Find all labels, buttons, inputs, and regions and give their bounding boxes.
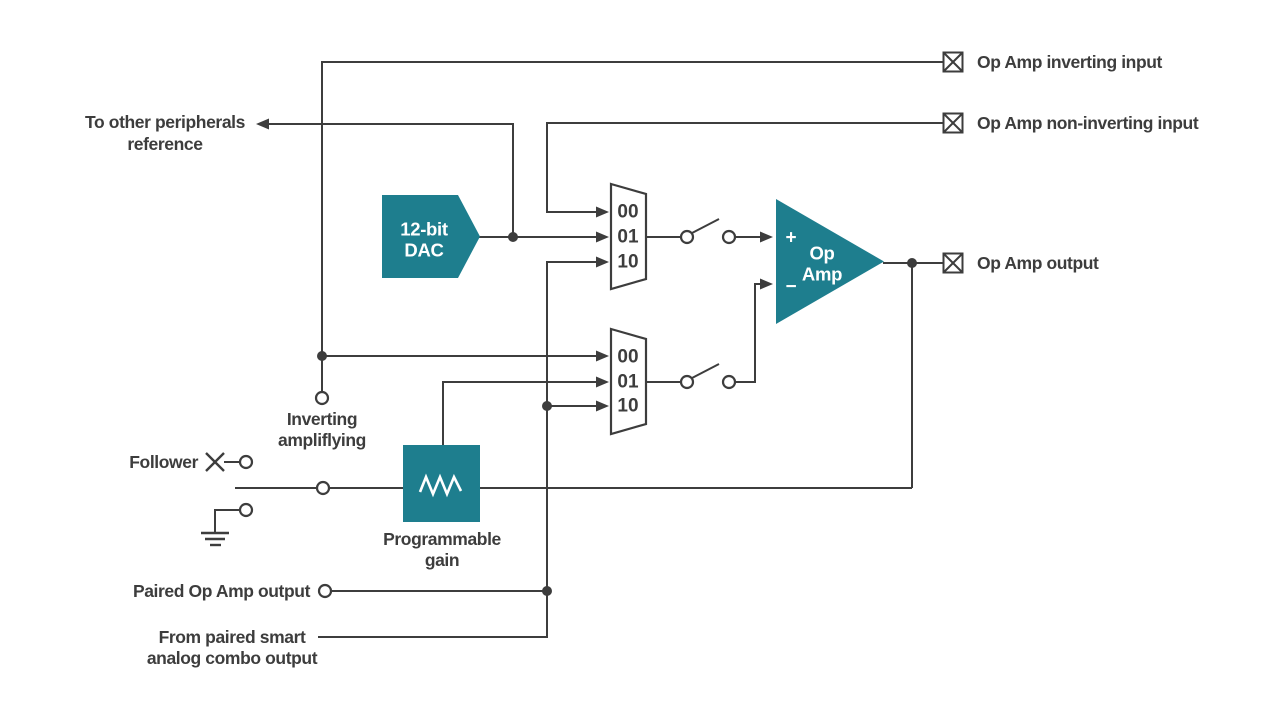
from-paired-label-line2: analog combo output [147,648,318,668]
inverting-label-line1: Inverting [287,409,357,429]
opamp-plus-sign: + [785,228,796,249]
follower-contact [238,454,254,470]
opamp-label-line2: Amp [802,264,842,285]
upper-mux-input-01: 01 [617,227,639,248]
switch-contact [721,229,737,245]
opamp-label-line1: Op [809,243,834,264]
arrowhead-lower-mux-00 [596,350,609,362]
arrowhead-opamp-plus [760,231,773,243]
opamp-minus-sign: − [785,277,796,298]
dac-shape [382,195,480,278]
dac-label-line2: DAC [404,240,443,261]
pin-output: Op Amp output [942,252,1099,274]
paired-output-contact [317,583,333,599]
pin-noninverting-input: Op Amp non-inverting input [942,112,1199,134]
wire-inverting-input-net [314,61,943,406]
peripherals-label-line1: To other peripherals [85,112,246,132]
resistor-icon [418,473,463,498]
arrowhead-lower-mux-10 [596,400,609,412]
lower-mux-input-01: 01 [617,372,639,393]
junction-dot [542,401,552,411]
pin-label: Op Amp non-inverting input [977,113,1199,133]
paired-output-label: Paired Op Amp output [133,581,311,601]
from-paired-label-line1: From paired smart [159,627,306,647]
arrowhead-to-peripherals [256,118,269,130]
arrowhead-upper-mux-00 [596,206,609,218]
lower-mux-input-00: 00 [617,347,638,368]
ground-icon [201,531,229,547]
junction-dot [907,258,917,268]
peripherals-label-line2: reference [127,134,203,154]
arrowhead-lower-mux-01 [596,376,609,388]
junction-dot [542,586,552,596]
dac-block: 12-bit DAC [382,195,480,278]
wire-paired-net [317,256,609,638]
ground-contact [238,502,254,518]
wire-reference-net [256,118,514,237]
follower-option [205,452,254,472]
upper-mux: 00 01 10 [609,182,648,291]
pin-label: Op Amp inverting input [977,52,1163,72]
lower-mux-shape [609,327,648,436]
programmable-gain-block: Programmable gain [383,445,502,570]
upper-switch [646,218,773,245]
wire-gain-tap [442,376,609,446]
gain-label-line2: gain [425,550,459,570]
opamp-block: + − Op Amp [776,199,884,324]
ground-option [201,502,254,547]
switch-contact [679,374,695,390]
wire-noninverting-input-net [546,122,943,218]
pin-inverting-input: Op Amp inverting input [942,51,1163,73]
junction-dot [317,351,327,361]
opamp-shape [776,199,884,324]
junction-dot [508,232,518,242]
upper-mux-input-00: 00 [617,202,638,223]
lower-mux: 00 01 10 [609,327,648,436]
wire-dac-output [479,231,609,243]
wire-opamp-output [883,258,943,268]
arrowhead-opamp-minus [760,278,773,290]
arrowhead-upper-mux-10 [596,256,609,268]
feedback-contact [315,480,331,496]
pin-label: Op Amp output [977,253,1099,273]
dac-label-line1: 12-bit [400,219,448,240]
upper-mux-shape [609,182,648,291]
gain-label-line1: Programmable [383,529,501,549]
switch-contact [679,229,695,245]
switch-contact [721,374,737,390]
arrowhead-upper-mux-01 [596,231,609,243]
inverting-mode-contact [314,390,330,406]
inverting-label-line2: ampliflying [278,430,366,450]
follower-label: Follower [129,452,198,472]
upper-mux-input-10: 10 [617,252,638,273]
lower-switch [646,278,773,390]
lower-mux-input-10: 10 [617,396,638,417]
